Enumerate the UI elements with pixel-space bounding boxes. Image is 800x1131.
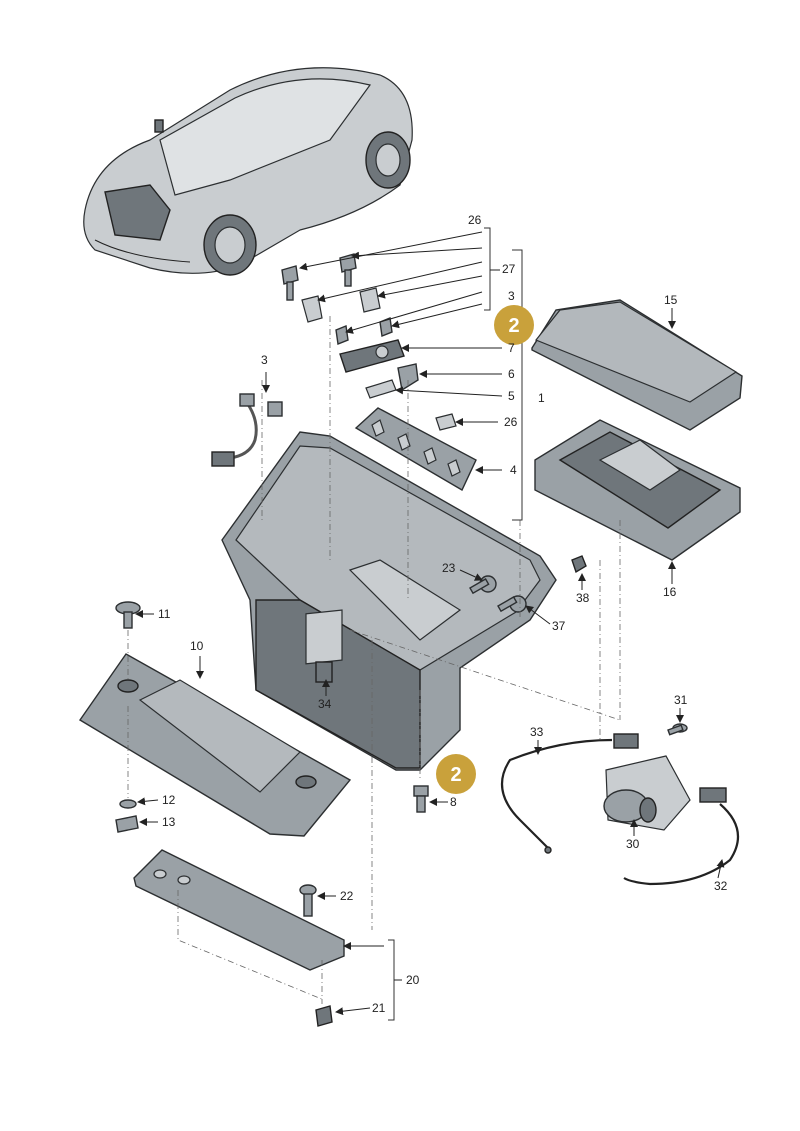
label-16: 16 <box>663 585 677 599</box>
bolt-22 <box>299 884 317 917</box>
washer-12 <box>119 799 137 809</box>
trunk-cover <box>531 299 743 431</box>
badge-1-text: 2 <box>508 315 519 337</box>
clip-13 <box>115 815 139 833</box>
bolt-37 <box>497 595 527 613</box>
label-21: 21 <box>372 1001 386 1015</box>
label-27: 27 <box>502 262 516 276</box>
clip-21 <box>315 1005 333 1027</box>
label-13: 13 <box>162 815 176 829</box>
cable-33 <box>500 733 639 854</box>
screw-11 <box>115 601 141 629</box>
part-labels: 26 27 3 7 6 5 1 26 4 15 3 16 38 23 37 11… <box>158 213 728 1015</box>
floor-panel <box>78 653 352 837</box>
label-34: 34 <box>318 697 332 711</box>
car-illustration <box>83 67 413 276</box>
label-5: 5 <box>508 389 515 403</box>
screw-31 <box>667 723 688 736</box>
label-11: 11 <box>158 607 171 621</box>
label-37: 37 <box>552 619 566 633</box>
label-15: 15 <box>664 293 678 307</box>
release-motor <box>603 755 691 831</box>
label-22: 22 <box>340 889 354 903</box>
label-10: 10 <box>190 639 204 653</box>
wiring-harness <box>211 393 283 467</box>
mounting-hardware <box>281 253 419 399</box>
leader-lines <box>135 227 725 1021</box>
cable-32 <box>623 787 740 886</box>
badge-2-text: 2 <box>450 764 461 786</box>
nut-38 <box>571 555 587 574</box>
label-23: 23 <box>442 561 456 575</box>
trunk-tub <box>221 431 557 771</box>
label-6: 6 <box>508 367 515 381</box>
dash-lines <box>127 316 621 1004</box>
bracket-20 <box>133 849 345 971</box>
nut-8 <box>413 785 429 813</box>
badge-1: 2 <box>494 305 534 345</box>
label-26b: 26 <box>504 415 518 429</box>
lock-panel <box>354 407 477 491</box>
label-3a: 3 <box>508 289 515 303</box>
label-8: 8 <box>450 795 457 809</box>
label-1: 1 <box>538 391 545 405</box>
badge-2: 2 <box>436 754 476 794</box>
label-33: 33 <box>530 725 544 739</box>
label-30: 30 <box>626 837 640 851</box>
label-38: 38 <box>576 591 590 605</box>
bolt-23 <box>469 575 497 595</box>
label-20: 20 <box>406 973 420 987</box>
label-32: 32 <box>714 879 728 893</box>
label-7: 7 <box>508 341 515 355</box>
storage-tray <box>534 419 741 561</box>
label-12: 12 <box>162 793 176 807</box>
label-31: 31 <box>674 693 688 707</box>
label-26a: 26 <box>468 213 482 227</box>
label-4: 4 <box>510 463 517 477</box>
label-3b: 3 <box>261 353 268 367</box>
